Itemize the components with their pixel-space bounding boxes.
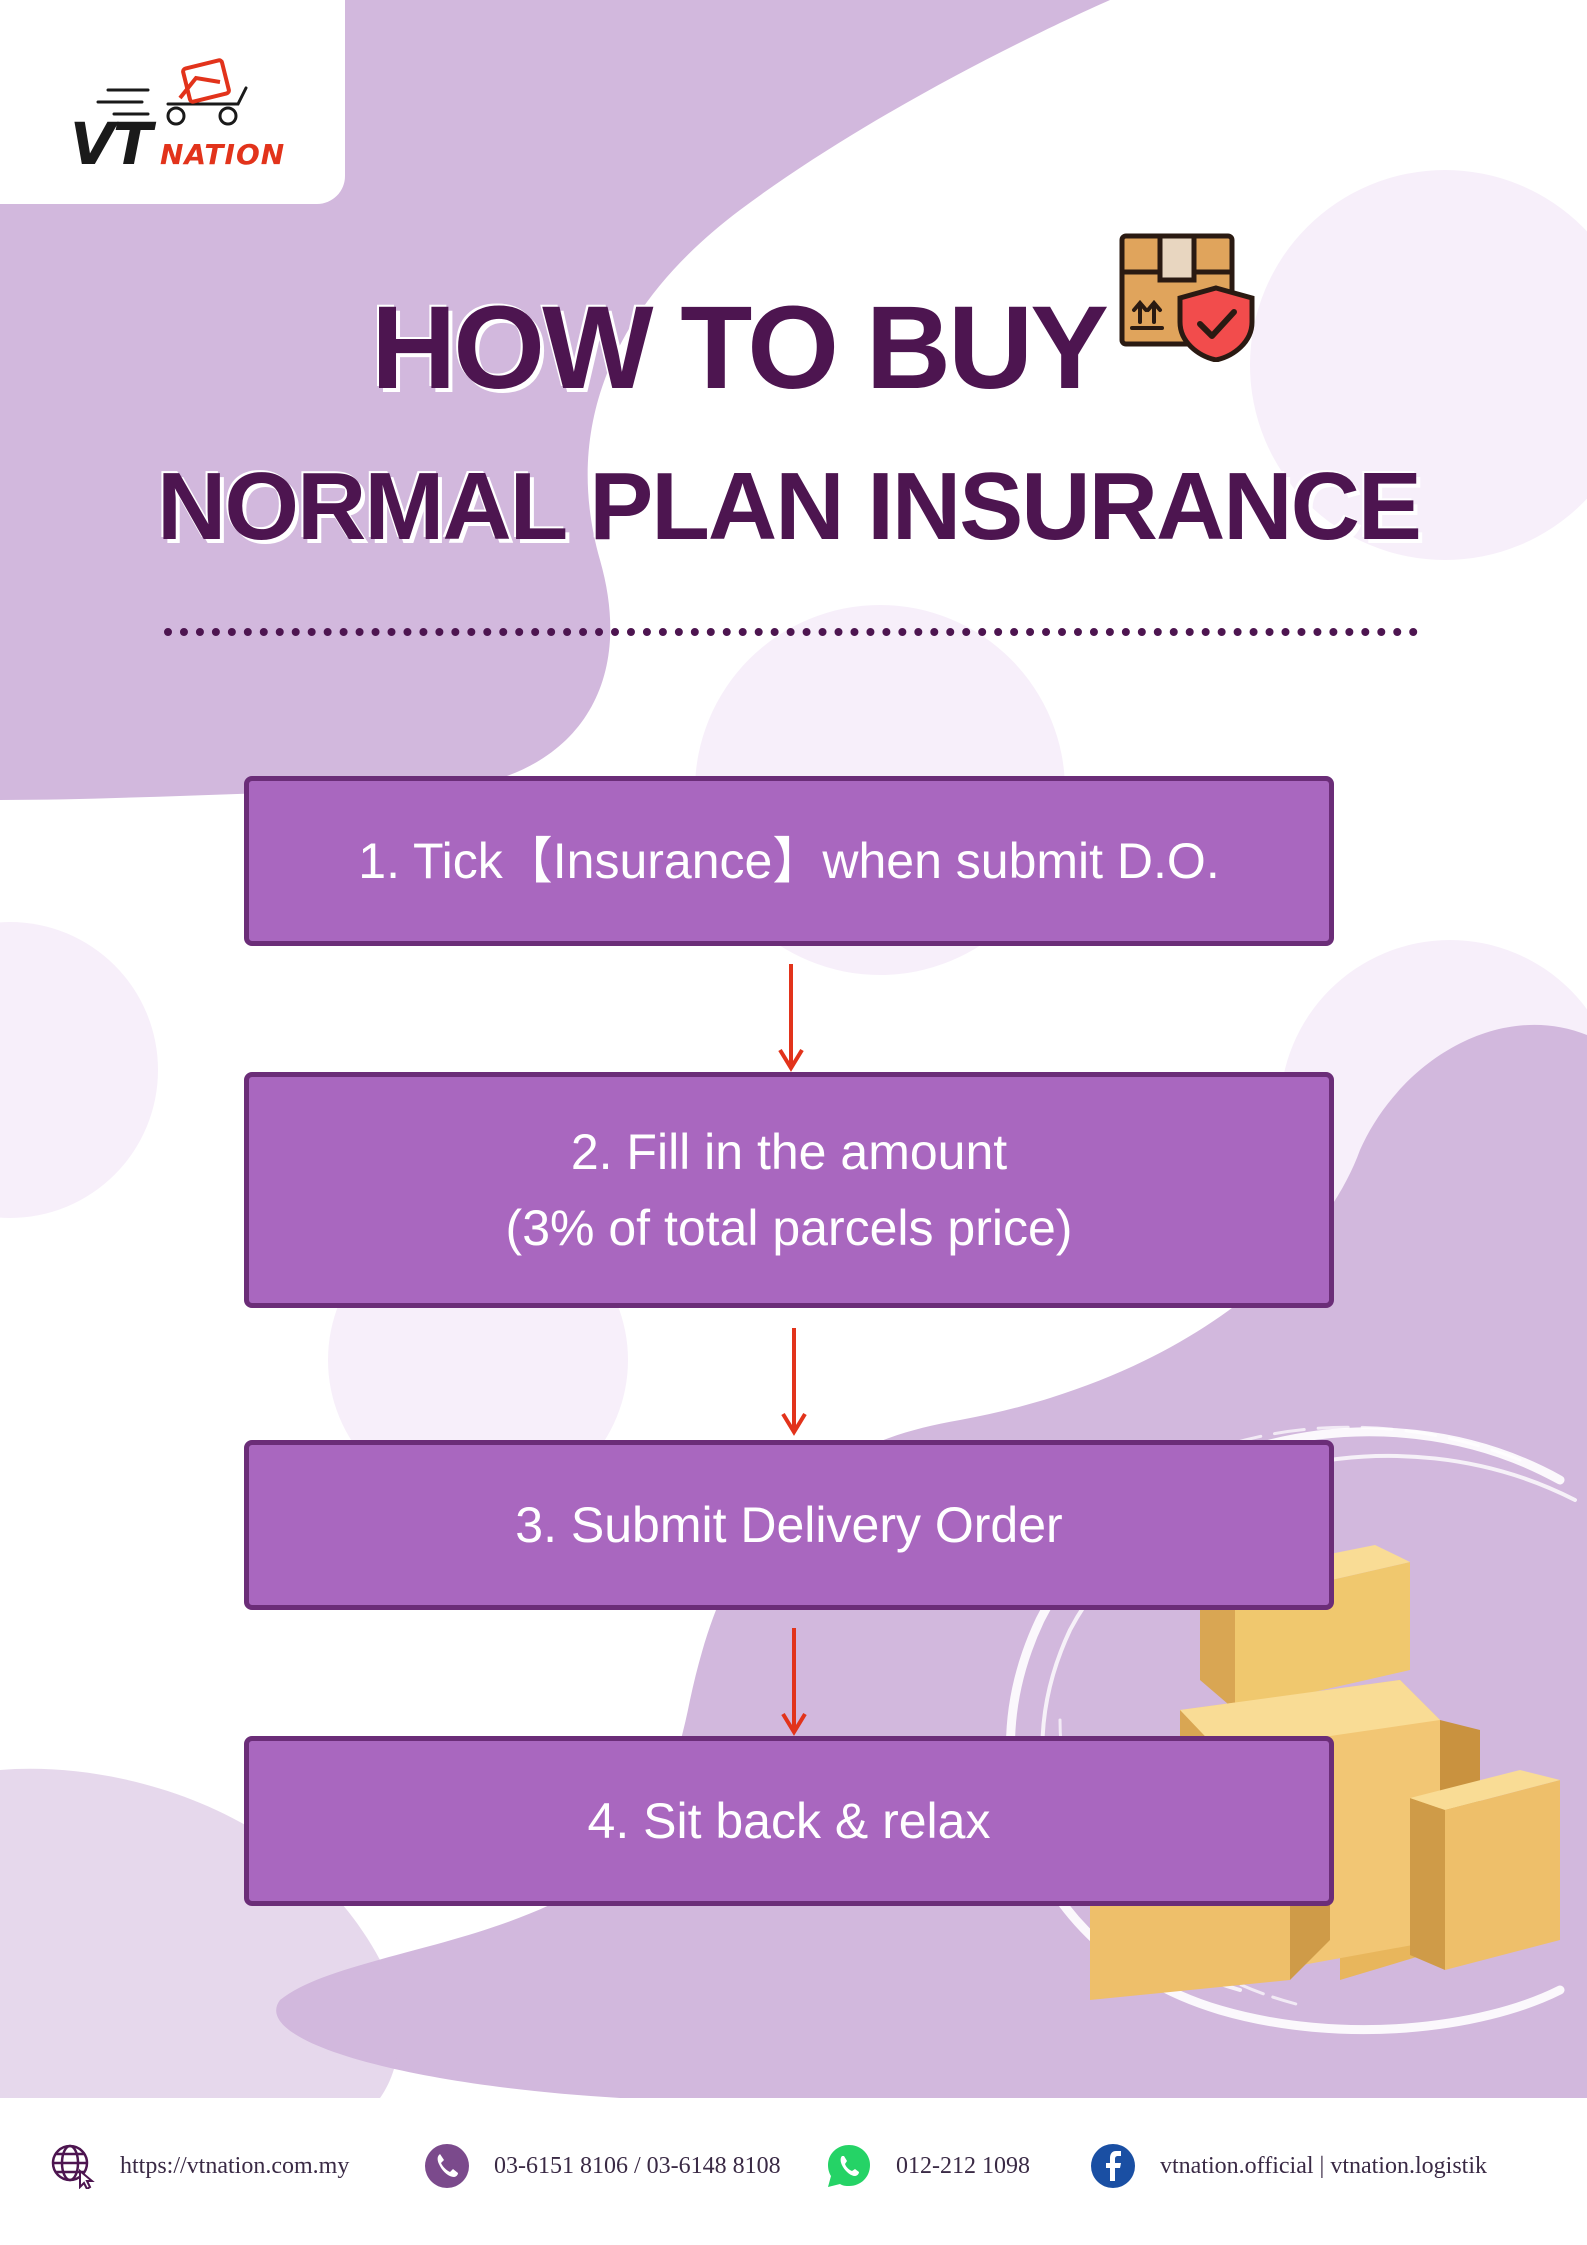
step-3-text: 3. Submit Delivery Order	[515, 1497, 1063, 1553]
step-4-text: 4. Sit back & relax	[587, 1793, 991, 1849]
step-4-box: 4. Sit back & relax	[244, 1736, 1334, 1906]
logo-card: VT NATION	[0, 0, 345, 204]
footer-website[interactable]: https://vtnation.com.my	[50, 2142, 349, 2190]
facebook-icon	[1091, 2144, 1135, 2188]
footer	[0, 2098, 1587, 2245]
page-subtitle: NORMAL PLAN INSURANCE	[157, 453, 1422, 560]
page-title: HOW TO BUY	[371, 282, 1109, 414]
website-link[interactable]: https://vtnation.com.my	[120, 2152, 350, 2179]
step-2-text: 2. Fill in the amount	[570, 1124, 1008, 1180]
dotted-divider	[164, 628, 1418, 636]
footer-phone[interactable]: 03-6151 8106 / 03-6148 8108	[424, 2142, 781, 2190]
step-2-box: 2. Fill in the amount (3% of total parce…	[244, 1072, 1334, 1308]
logo-vt-text: VT	[70, 110, 152, 178]
whatsapp-number[interactable]: 012-212 1098	[896, 2152, 1030, 2179]
step-2-subtext: (3% of total parcels price)	[505, 1200, 1073, 1256]
step-3-box: 3. Submit Delivery Order	[244, 1440, 1334, 1610]
step-1-box: 1. Tick【Insurance】when submit D.O.	[244, 776, 1334, 946]
footer-whatsapp[interactable]: 012-212 1098	[826, 2142, 1030, 2190]
globe-cursor-icon	[51, 2144, 95, 2189]
insured-parcel-icon	[1119, 233, 1255, 362]
delivery-scooter-icon	[96, 58, 248, 126]
logo-nation-text: NATION	[160, 138, 286, 171]
phone-icon	[425, 2144, 469, 2188]
step-1-text: 1. Tick【Insurance】when submit D.O.	[358, 833, 1220, 889]
facebook-handles[interactable]: vtnation.official | vtnation.logistik	[1160, 2152, 1487, 2179]
down-arrow-icon	[781, 1328, 807, 1436]
footer-facebook[interactable]: vtnation.official | vtnation.logistik	[1090, 2142, 1487, 2190]
whatsapp-icon	[828, 2145, 870, 2187]
down-arrow-icon	[781, 1628, 807, 1736]
down-arrow-icon	[778, 964, 804, 1072]
phone-numbers[interactable]: 03-6151 8106 / 03-6148 8108	[494, 2152, 781, 2179]
